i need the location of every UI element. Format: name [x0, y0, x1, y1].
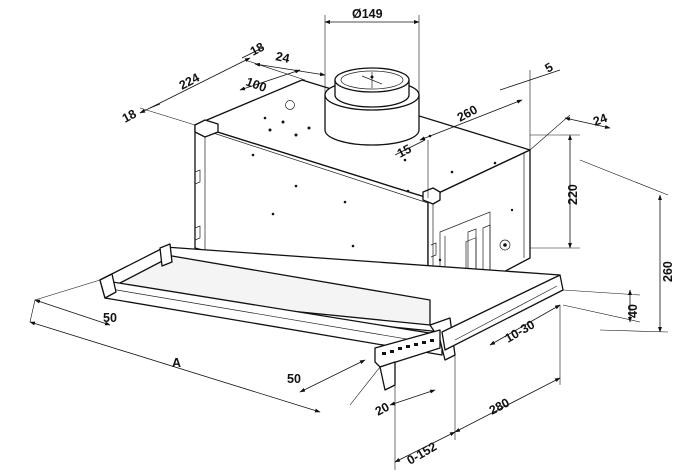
- drawer-left-cap: [99, 273, 117, 299]
- drawer-support: [379, 361, 396, 391]
- label-pullout: 0-152: [405, 439, 440, 467]
- label-depth-224: 224: [177, 70, 202, 92]
- left-bracket: [194, 119, 219, 241]
- label-left-50: 50: [103, 311, 117, 325]
- label-duct-offset-100: 100: [244, 75, 268, 95]
- front-top-edge: [197, 127, 429, 204]
- label-top-18: 18: [248, 40, 267, 59]
- control-panel: [374, 329, 441, 368]
- front-screws: [251, 153, 410, 248]
- label-duct-15: 15: [395, 142, 414, 161]
- label-right-50: 50: [287, 372, 301, 386]
- label-top-5: 5: [543, 60, 556, 76]
- label-body-depth-260: 260: [455, 102, 480, 124]
- drawer-left-post: [159, 243, 173, 267]
- label-duct-offset-24: 24: [274, 49, 291, 66]
- label-extension: 10-30: [503, 317, 538, 345]
- label-side-24: 24: [591, 111, 609, 129]
- control-buttons: [382, 339, 434, 355]
- top-hole-icon: [285, 100, 295, 110]
- dimension-labels: Ø149 18 24 100 224 18 5 260 24 15 220 26…: [103, 7, 675, 468]
- label-total-260: 260: [661, 261, 675, 282]
- label-height-220: 220: [566, 184, 580, 205]
- dimension-lines: [29, 15, 669, 470]
- label-width-a: A: [172, 356, 181, 370]
- drawer-front-line: [104, 287, 443, 346]
- duct-collar: [324, 67, 420, 146]
- label-duct-diameter: Ø149: [352, 7, 383, 21]
- label-front-20: 20: [373, 400, 392, 419]
- label-depth-280: 280: [487, 395, 512, 417]
- drawer: [99, 243, 564, 391]
- label-side-18: 18: [120, 107, 139, 126]
- label-front-40: 40: [626, 304, 640, 318]
